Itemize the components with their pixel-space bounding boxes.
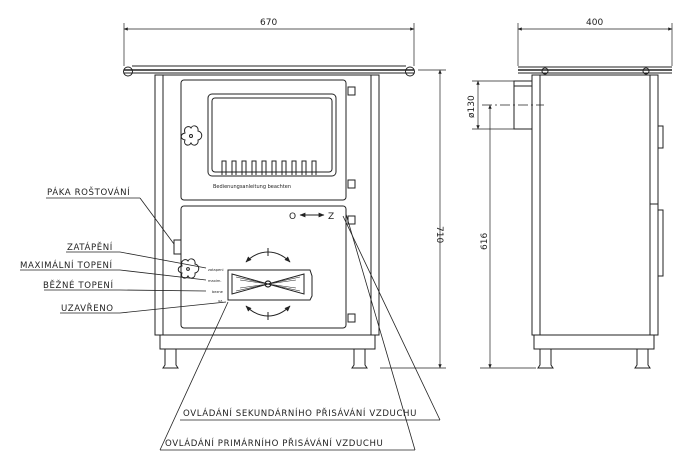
leg-left: [162, 349, 179, 369]
control-mark-max: maxim.: [208, 279, 221, 283]
air-control-pivot-icon: [264, 280, 272, 288]
label-primary-air: OVLÁDÁNÍ PRIMÁRNÍHO PŘISÁVÁNÍ VZDUCHU: [165, 437, 383, 449]
dim-height-flue: 616: [480, 233, 490, 250]
fire-door: [180, 79, 347, 201]
ash-door-knob-icon: [177, 258, 200, 279]
handle-left-icon: [123, 66, 133, 77]
hinge-upper-2: [347, 179, 356, 189]
hinge-upper-1: [347, 86, 356, 96]
air-control-plate: [227, 269, 313, 301]
fire-door-window: [207, 93, 337, 177]
label-grate-lever: PÁKA ROŠTOVÁNÍ: [47, 186, 130, 198]
handle-right-icon: [405, 66, 415, 77]
side-leg-left: [537, 349, 554, 369]
dim-flue-diameter: ø130: [467, 95, 477, 118]
label-ignition: ZATÁPĚNÍ: [67, 241, 113, 253]
side-handle-upper: [657, 125, 664, 149]
damper-closed-mark: Z: [328, 212, 334, 222]
stove-base: [159, 334, 376, 350]
label-max-heating: MAXIMÁLNÍ TOPENÍ: [20, 259, 113, 271]
side-handle-lower: [657, 209, 664, 277]
door-knob-icon: [180, 125, 203, 146]
grate-lever-handle: [173, 239, 182, 255]
control-mark-normal: bezne: [212, 290, 224, 294]
air-control-blade-right: [266, 273, 305, 295]
dim-width-side: 400: [586, 18, 603, 28]
side-leg-right: [634, 349, 651, 369]
damper-open-mark: O: [289, 212, 296, 222]
label-secondary-air: OVLÁDÁNÍ SEKUNDÁRNÍHO PŘISÁVÁNÍ VZDUCHU: [183, 407, 417, 419]
control-mark-closed: uz.: [218, 299, 223, 303]
label-normal-heating: BĚŽNÉ TOPENÍ: [43, 279, 114, 291]
dimension-lines: [123, 23, 673, 369]
door-notice: Bedienungsanleitung beachten: [213, 184, 291, 190]
control-mark-ignition: zatapeni: [208, 268, 223, 272]
leg-right: [351, 349, 368, 369]
stove-body: [154, 74, 380, 336]
hinge-lower-2: [347, 313, 356, 323]
hinge-lower-1: [347, 215, 356, 225]
grate-bars: [221, 160, 317, 175]
side-view: [513, 66, 672, 369]
dim-height-total: 710: [434, 226, 444, 243]
side-body: [531, 74, 659, 336]
leader-lines: [20, 197, 441, 451]
dim-width-front: 670: [260, 18, 277, 28]
ash-door: [180, 205, 347, 329]
side-base: [533, 334, 655, 350]
front-view: [123, 65, 415, 369]
label-closed: UZAVŘENO: [61, 303, 114, 314]
air-control-blade-left: [231, 273, 270, 295]
